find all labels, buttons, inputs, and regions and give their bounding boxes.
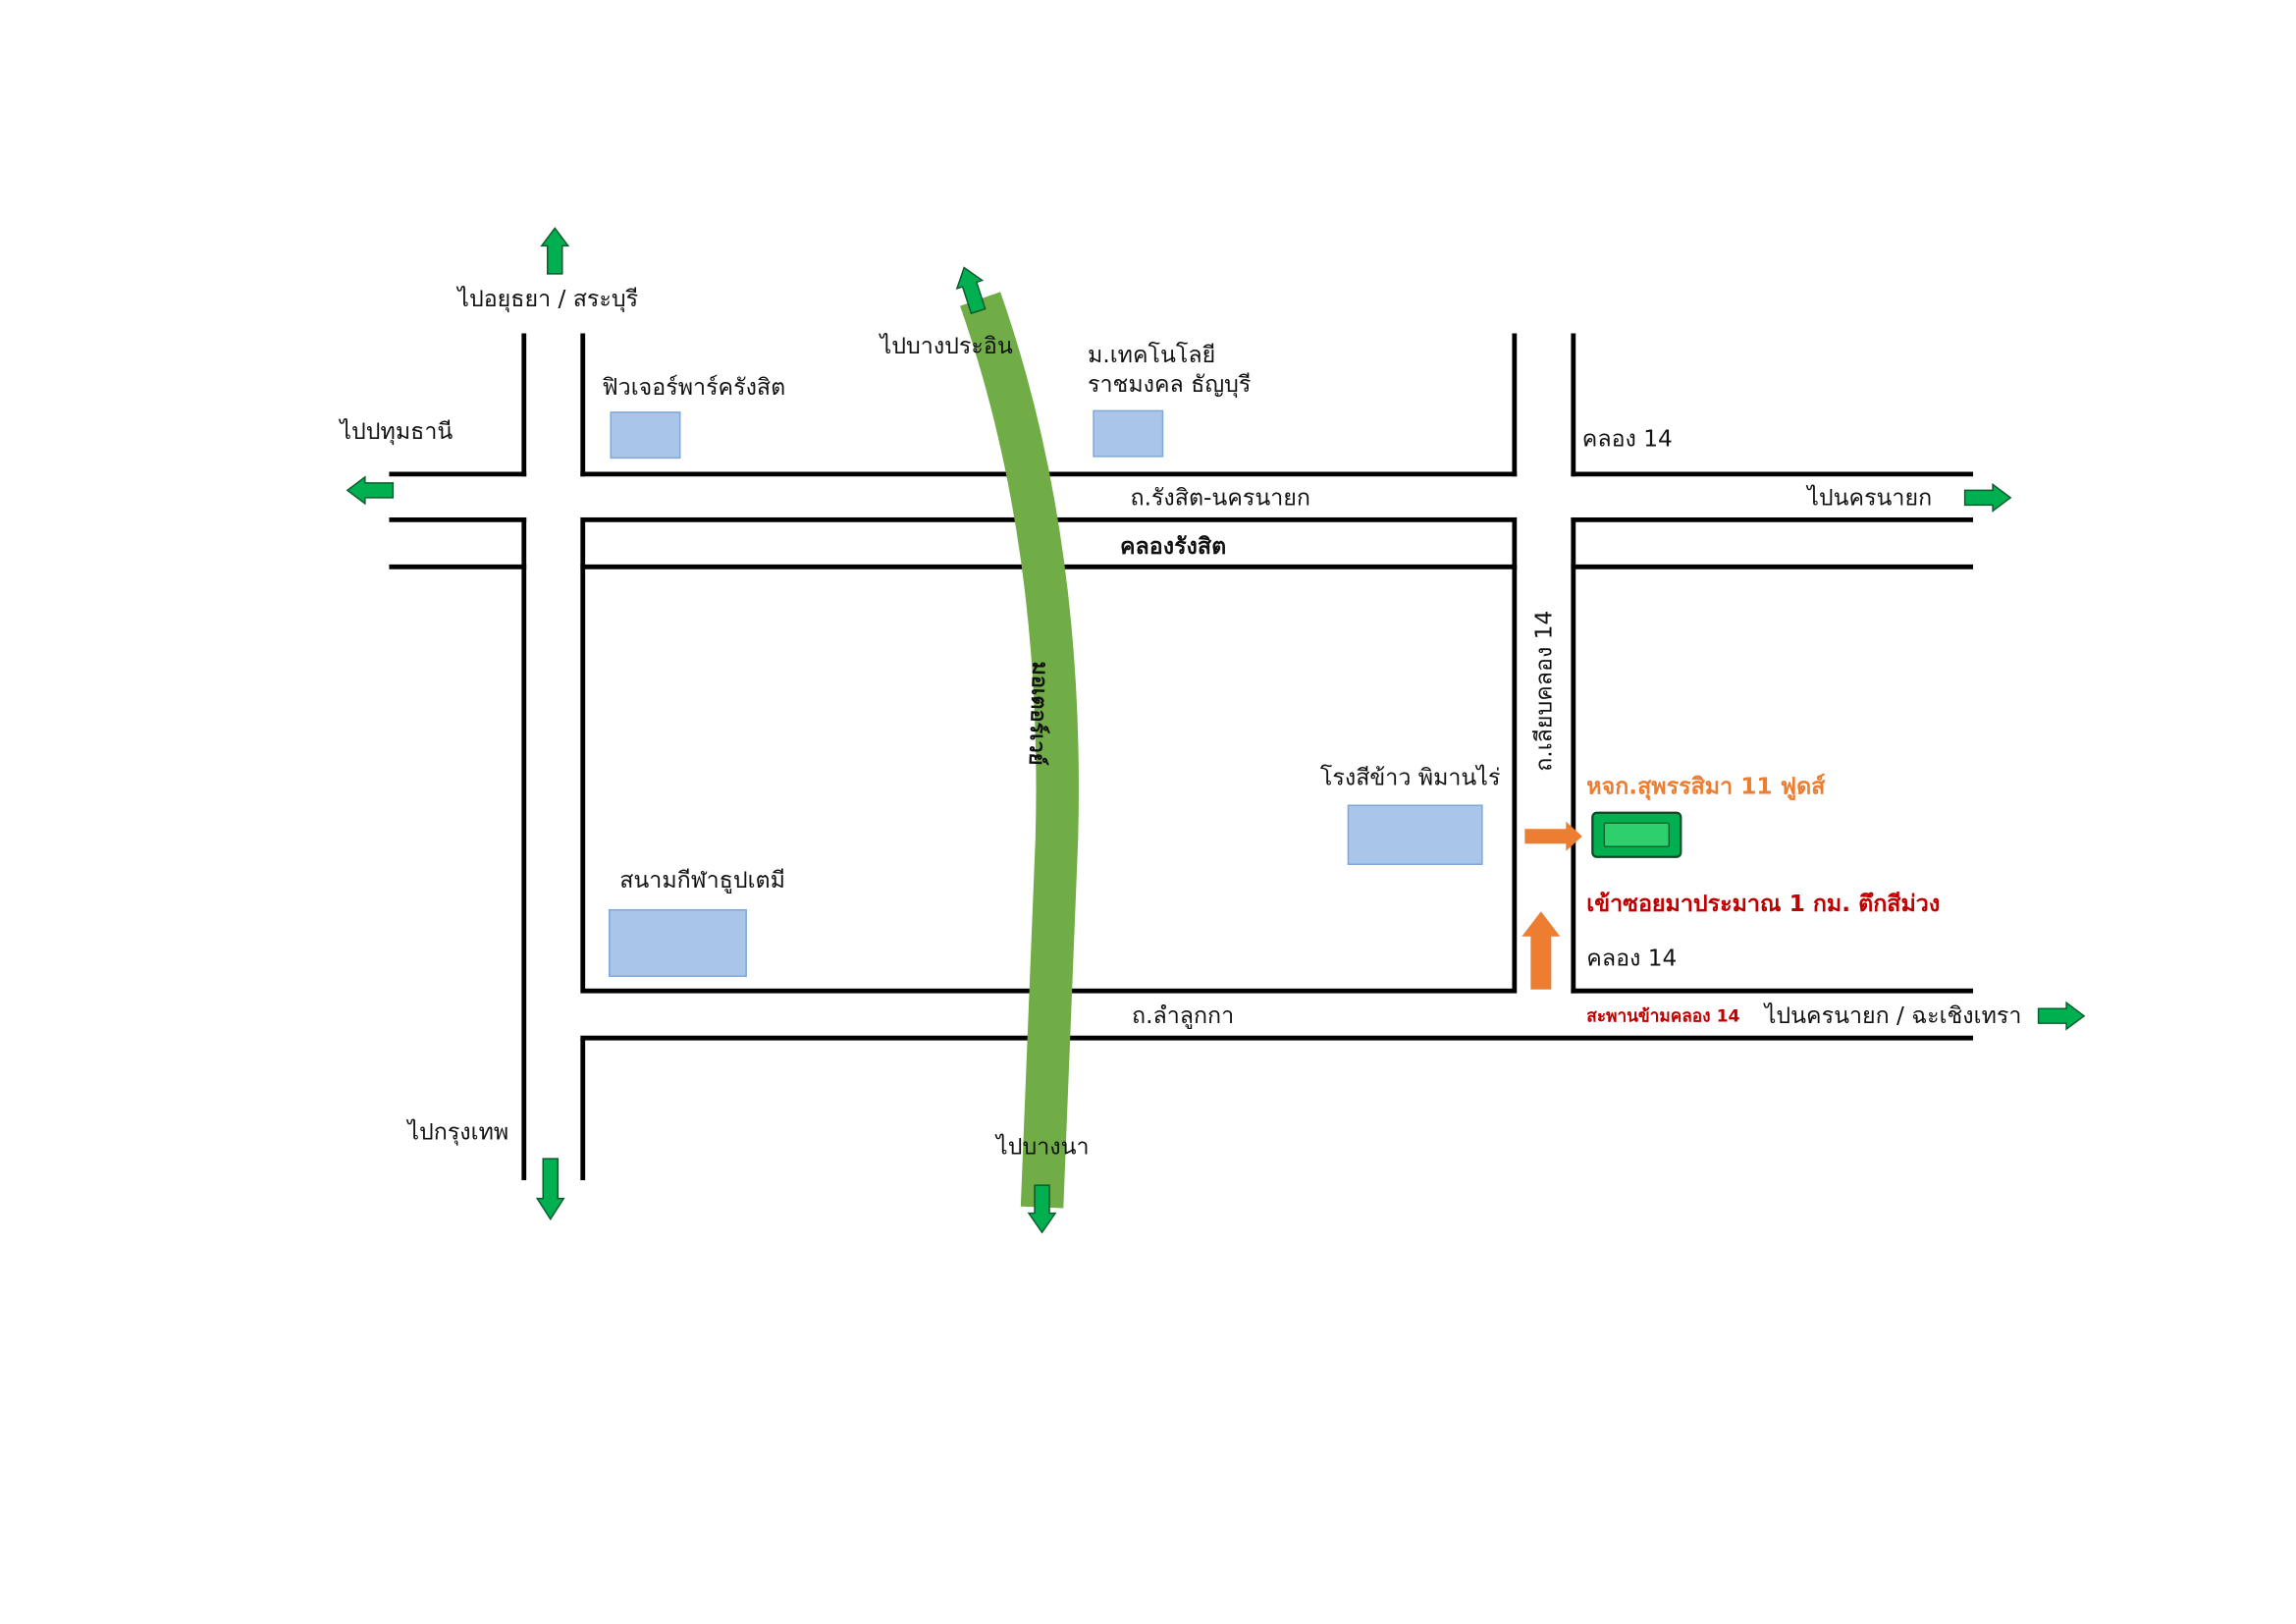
- label-to-pathum-thani: ไปปทุมธานี: [338, 418, 453, 445]
- label-to-bang-pa-in: ไปบางประอิน: [879, 333, 1013, 359]
- label-rmutt-line2: ราชมงคล ธัญบุรี: [1088, 371, 1251, 398]
- label-bridge-khlong-14: สะพานข้ามคลอง 14: [1586, 1006, 1739, 1027]
- arrow-down-bang-na-icon: [1027, 1184, 1057, 1234]
- landmarks: [608, 409, 1483, 977]
- rice-mill-building: [1347, 804, 1483, 865]
- label-to-bang-na: ไปบางนา: [994, 1134, 1090, 1161]
- label-lam-luk-ka-road: ถ.ลำลูกกา: [1132, 1002, 1234, 1030]
- future-park-building: [610, 411, 681, 460]
- highlight-arrows: [1522, 821, 1582, 990]
- road-lines: [389, 333, 1974, 1181]
- label-destination-note: เข้าซอยมาประมาณ 1 กม. ตึกสีม่วง: [1586, 891, 1940, 917]
- label-khlong-14-bottom: คลอง 14: [1586, 946, 1677, 972]
- arrow-up-ayutthaya-icon: [540, 227, 570, 275]
- destination-marker: [1591, 811, 1682, 858]
- label-to-nakhon-nayok: ไปนครนายก: [1805, 484, 1932, 511]
- label-rmutt-line1: ม.เทคโนโลยี: [1088, 342, 1215, 368]
- label-khlong-14-top: คลอง 14: [1582, 425, 1673, 452]
- arrow-right-chachoengsao-icon: [2037, 1001, 2086, 1031]
- rmutt-building: [1093, 409, 1164, 458]
- label-to-bangkok: ไปกรุงเทพ: [405, 1119, 508, 1146]
- label-motorway: มอเตอร์เวย์: [1024, 661, 1053, 766]
- label-thupatemi-stadium: สนามกีฬาธูปเตมี: [619, 867, 785, 894]
- arrow-up-bang-pa-in-icon: [955, 266, 987, 315]
- motorway-band: [960, 292, 1079, 1209]
- arrow-left-pathum-thani-icon: [346, 475, 395, 506]
- direction-arrows: [346, 227, 2086, 1234]
- arrow-right-to-destination-icon: [1524, 821, 1582, 851]
- stadium-building: [608, 908, 747, 977]
- label-liap-khlong-14-road: ถ.เลียบคลอง 14: [1530, 611, 1557, 772]
- label-rice-mill: โรงสีข้าว พิมานไร่: [1320, 764, 1501, 790]
- label-future-park: ฟิวเจอร์พาร์ครังสิต: [602, 374, 785, 401]
- label-to-nakhon-nayok-chachoengsao: ไปนครนายก / ฉะเชิงเทรา: [1763, 1002, 2022, 1029]
- label-rangsit-nakhon-nayok-road: ถ.รังสิต-นครนายก: [1131, 484, 1310, 511]
- arrow-up-into-soi-icon: [1522, 911, 1561, 990]
- arrow-down-bangkok-icon: [535, 1158, 565, 1221]
- warehouse-marker-inner: [1603, 822, 1671, 847]
- arrow-right-nakhon-nayok-icon: [1963, 482, 2012, 513]
- label-destination-name: หจก.สุพรรสิมา 11 ฟูดส์: [1586, 773, 1826, 800]
- label-to-ayutthaya: ไปอยุธยา / สระบุรี: [455, 286, 638, 312]
- label-khlong-rangsit: คลองรังสิต: [1120, 533, 1226, 560]
